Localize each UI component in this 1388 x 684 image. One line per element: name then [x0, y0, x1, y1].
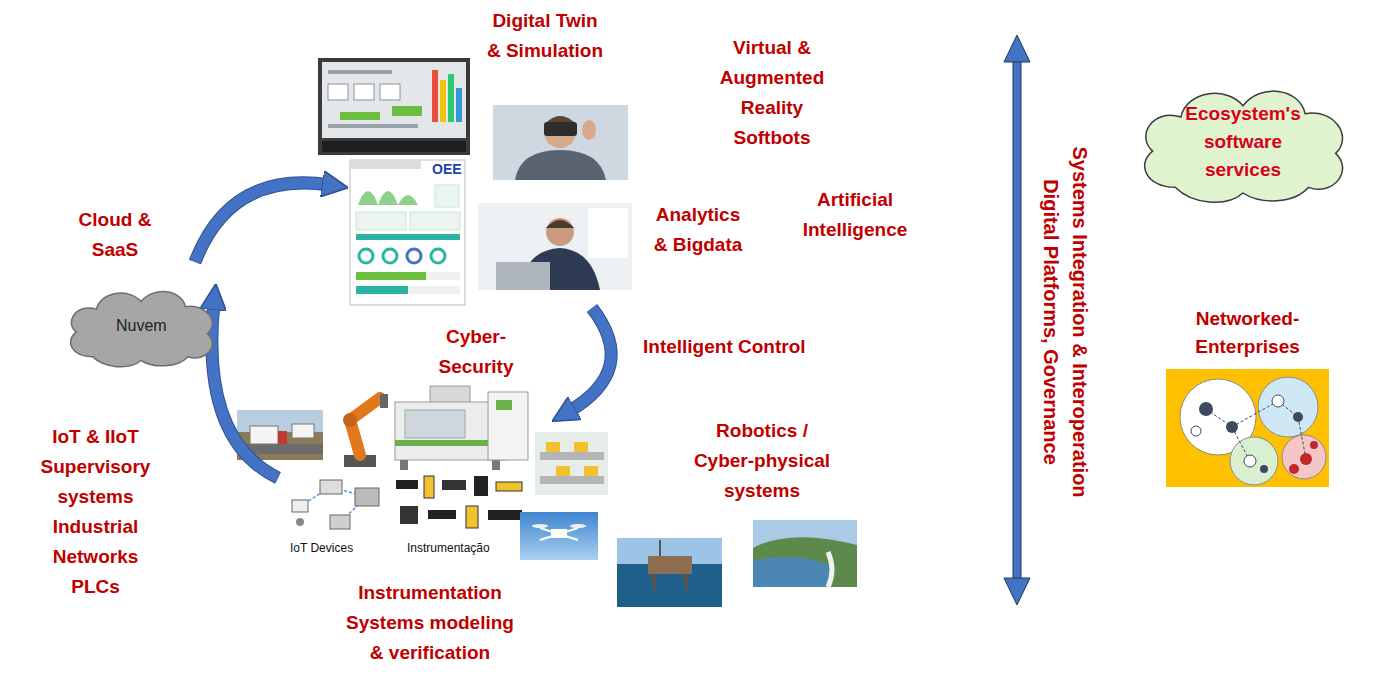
cloud-shape: Ecosystem's software services [1130, 74, 1356, 210]
screen-title: OEE [432, 161, 462, 178]
control-cabinet [488, 392, 528, 460]
feature-label: Artificial Intelligence [795, 185, 915, 245]
iot-devices [292, 480, 379, 529]
image-caption: IoT Devices [290, 541, 353, 556]
network-panel: Networked-Enterprises [1160, 305, 1335, 487]
axis-label: Digital Platforms, Governance [1039, 179, 1063, 465]
conveyor-photo [535, 432, 608, 495]
analyst-photo [478, 203, 632, 290]
feature-label: Cyber-Security [431, 322, 521, 382]
cloud-label: Nuvem [91, 316, 191, 336]
cycle-arrows [195, 183, 611, 478]
drone-photo [520, 512, 598, 560]
scada-screen [318, 58, 470, 155]
feature-label: Instrumentation Systems modeling & verif… [340, 578, 520, 668]
offshore-photo [617, 538, 722, 607]
dam-photo [753, 520, 857, 587]
double-arrow [1004, 35, 1030, 605]
feature-label: Robotics / Cyber-physical systems [686, 416, 838, 506]
oee-dashboard [350, 160, 465, 305]
feature-label: Digital Twin & Simulation [484, 6, 606, 66]
image-caption: Instrumentação [407, 541, 490, 556]
feature-label: IoT & IIoT Supervisory systems Industria… [33, 422, 158, 602]
axis-label: Systems Integration & Interoperation [1068, 146, 1092, 497]
network-picture [1166, 369, 1329, 487]
feature-label: Analytics & Bigdata [648, 200, 748, 260]
instrumentation-sensors [396, 476, 522, 528]
cloud-label: Ecosystem's software services [1173, 100, 1313, 184]
cloud-shape: Nuvem [60, 280, 222, 372]
feature-label: Virtual & Augmented Reality Softbots [712, 33, 832, 153]
panel-heading: Networked-Enterprises [1160, 305, 1335, 361]
feature-label: Cloud & SaaS [70, 205, 160, 265]
feature-label: Intelligent Control [643, 332, 806, 362]
robot-arm [343, 394, 388, 467]
vr-photo [493, 105, 628, 180]
